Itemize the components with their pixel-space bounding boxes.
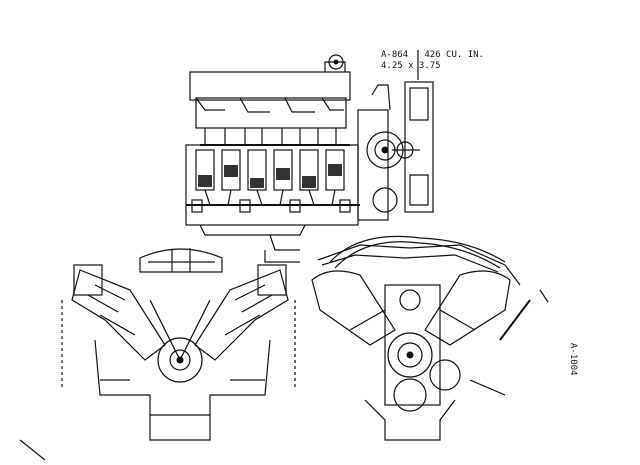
engine-displacement: 426 CU. IN.	[424, 50, 484, 60]
bore-stroke: 4.25 x 3.75	[381, 61, 441, 71]
engine-spec-label: A-864 426 CU. IN. 4.25 x 3.75	[381, 50, 484, 72]
front-view	[311, 235, 549, 441]
drawing-code: A-864	[381, 50, 409, 60]
side-sectional-view	[185, 50, 434, 251]
end-sectional-view	[19, 248, 296, 461]
